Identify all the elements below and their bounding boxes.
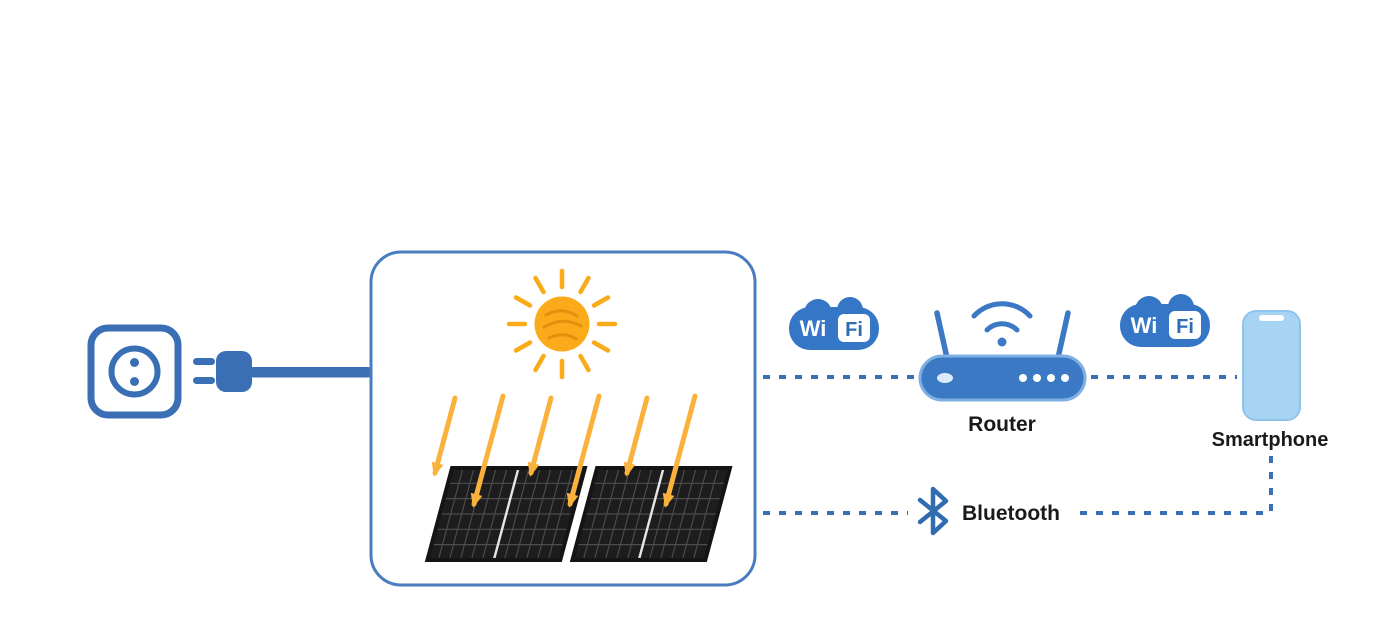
- router-led: [1047, 374, 1055, 382]
- outlet-frame: [87, 324, 182, 419]
- router-leds: [1019, 374, 1069, 382]
- sunlight-arrows: [431, 393, 698, 508]
- router-led: [1061, 374, 1069, 382]
- bluetooth-rune: [917, 486, 949, 536]
- wifi-signal-icon: [971, 301, 1033, 347]
- sun-disc: [534, 296, 590, 352]
- wifi-logo-icon: Wi Fi: [1120, 294, 1210, 347]
- wifi-fi-text: Fi: [1176, 316, 1194, 338]
- router-label: Router: [968, 413, 1036, 436]
- outlet-socket: [108, 345, 161, 398]
- bluetooth-icon: Bluetooth: [917, 486, 1060, 536]
- sun-scribble: [542, 309, 583, 341]
- bluetooth-label: Bluetooth: [962, 502, 1060, 525]
- outlet-pin-hole-top: [130, 358, 139, 367]
- smartphone-label: Smartphone: [1212, 429, 1329, 451]
- sun-ray-arrow: [662, 393, 698, 508]
- wifi-fi-box: [1169, 311, 1201, 339]
- router-led: [1019, 374, 1027, 382]
- sun-ray-arrow: [623, 395, 650, 477]
- wifi-badge-bump: [804, 299, 832, 327]
- router-antenna-left: [934, 310, 950, 361]
- router-light: [937, 373, 953, 383]
- plug-body: [216, 351, 252, 392]
- wifi-signal-arc-small: [984, 321, 1020, 333]
- plug-prong-bottom: [193, 377, 215, 384]
- wifi-logo-icon: Wi Fi: [789, 297, 879, 350]
- router-antenna-right: [1055, 310, 1071, 361]
- smartphone-body: [1242, 310, 1301, 421]
- wifi-signal-dot: [997, 337, 1007, 347]
- sun-rays: [506, 268, 618, 380]
- sun-ray-arrow: [566, 393, 602, 508]
- solar-panel-right: [572, 468, 730, 560]
- power-plug-icon: [193, 351, 252, 392]
- solar-panel-left: [427, 468, 585, 560]
- sun-icon: [506, 268, 618, 380]
- power-cable-line: [248, 367, 373, 378]
- sun-ray-arrow: [470, 393, 506, 508]
- wifi-wi-text: Wi: [800, 316, 827, 341]
- wifi-badge-bump: [1135, 296, 1163, 324]
- wifi-wi-text: Wi: [1131, 313, 1158, 338]
- sun-ray-arrow: [527, 395, 554, 477]
- power-outlet-icon: [87, 324, 182, 419]
- smartphone-notch: [1259, 315, 1284, 321]
- wifi-signal-arc-large: [971, 301, 1033, 319]
- sun-ray-arrow: [431, 395, 458, 477]
- plug-prong-top: [193, 358, 215, 365]
- outlet-pin-hole-bottom: [130, 377, 139, 386]
- smartphone-icon: Smartphone: [1212, 310, 1329, 451]
- wifi-fi-text: Fi: [845, 319, 863, 341]
- router-led: [1033, 374, 1041, 382]
- wifi-fi-box: [838, 314, 870, 342]
- router-icon: Router: [918, 301, 1087, 436]
- router-body: [918, 354, 1087, 402]
